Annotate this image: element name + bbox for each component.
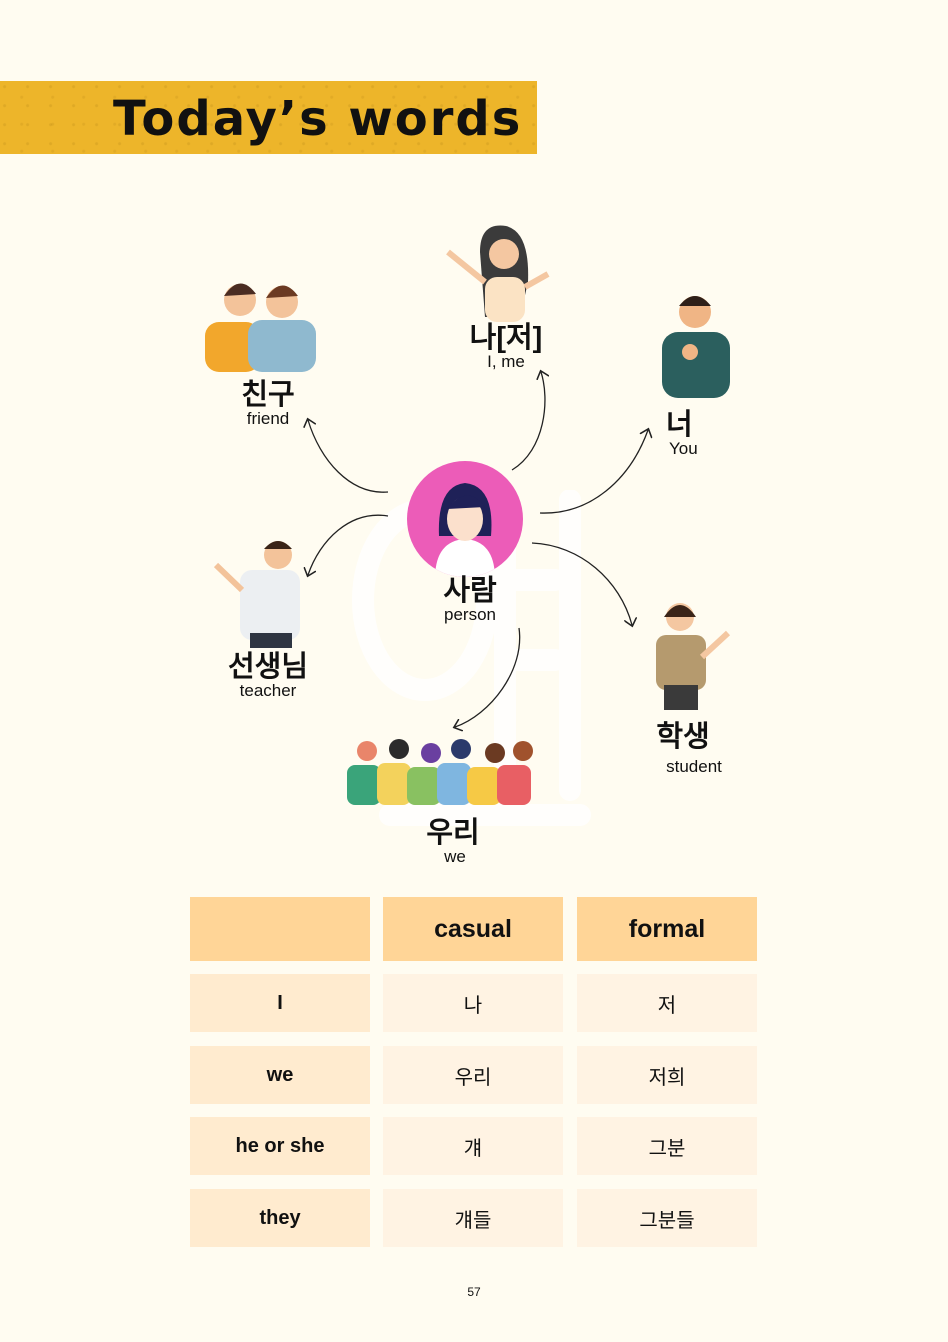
english-word: we — [444, 847, 466, 866]
casual-cell: 걔들 — [383, 1189, 563, 1247]
korean-word: 우리 — [426, 817, 480, 849]
row-label: I — [190, 974, 370, 1032]
arrows — [0, 0, 948, 900]
arrow-to-you — [539, 430, 648, 514]
row-label: we — [190, 1046, 370, 1104]
arrow-to-me — [511, 372, 545, 471]
page-title: Today’s words — [113, 91, 523, 147]
student-illustration — [656, 603, 731, 710]
arrow-to-friend — [308, 420, 389, 493]
arrow-to-student — [531, 542, 632, 625]
formal-cell: 저 — [577, 974, 757, 1032]
you-illustration — [662, 296, 730, 398]
row-label: they — [190, 1189, 370, 1247]
friends-illustration — [205, 283, 316, 372]
me-illustration — [446, 225, 550, 322]
title-banner: Today’s words — [0, 81, 537, 154]
arrow-to-we — [455, 627, 521, 727]
formal-cell: 저희 — [577, 1046, 757, 1104]
teacher-illustration — [213, 541, 300, 648]
header-cell: formal — [577, 897, 757, 961]
korean-word: 친구 — [241, 379, 295, 411]
page-number: 57 — [467, 1285, 481, 1299]
formal-cell: 그분 — [577, 1117, 757, 1175]
word-me: 나[저]I, me — [426, 323, 586, 371]
casual-cell: 우리 — [383, 1046, 563, 1104]
english-word: student — [666, 757, 722, 776]
korean-word: 학생 — [656, 721, 710, 753]
formal-cell: 그분들 — [577, 1189, 757, 1247]
korean-word: 선생님 — [227, 651, 309, 683]
we-illustration — [347, 739, 533, 805]
person-avatar — [407, 461, 523, 577]
arrow-to-teacher — [308, 514, 389, 575]
english-word: person — [444, 605, 496, 624]
korean-word: 너 — [666, 409, 693, 441]
korean-word: 나[저] — [469, 322, 543, 354]
header-cell — [190, 897, 370, 961]
english-word: You — [669, 439, 698, 458]
korean-word: 사람 — [443, 575, 497, 607]
word-student: 학생 student — [603, 722, 763, 776]
english-word: teacher — [239, 681, 297, 700]
casual-cell: 나 — [383, 974, 563, 1032]
row-label: he or she — [190, 1117, 370, 1175]
header-cell: casual — [383, 897, 563, 961]
english-word: I, me — [487, 352, 525, 371]
english-word: friend — [246, 409, 290, 428]
casual-cell: 걔 — [383, 1117, 563, 1175]
